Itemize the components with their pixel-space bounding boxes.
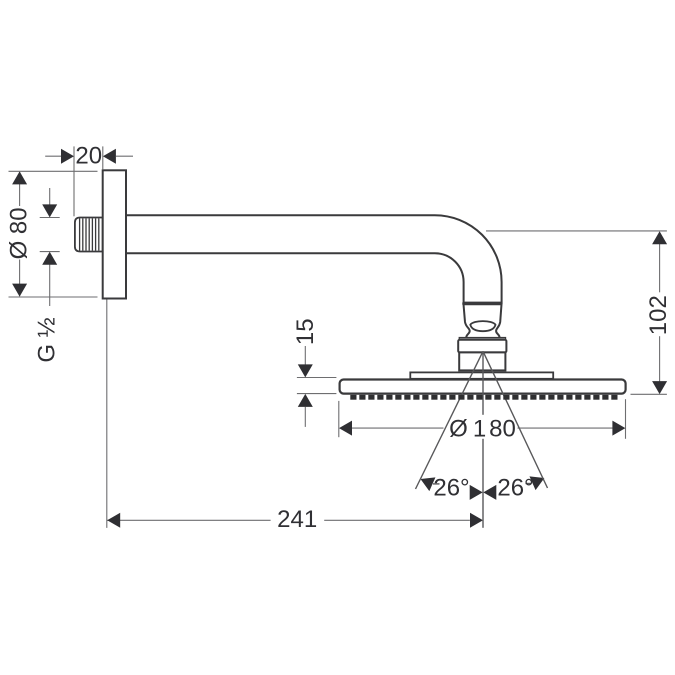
svg-text:26°: 26° bbox=[433, 474, 469, 501]
svg-text:241: 241 bbox=[277, 506, 317, 533]
svg-text:G ½: G ½ bbox=[34, 317, 61, 362]
svg-text:Ø: Ø bbox=[449, 416, 468, 443]
svg-text:20: 20 bbox=[75, 142, 102, 169]
svg-text:80: 80 bbox=[489, 416, 516, 443]
svg-text:Ø 80: Ø 80 bbox=[6, 207, 33, 259]
svg-text:102: 102 bbox=[645, 295, 672, 335]
svg-text:1: 1 bbox=[473, 416, 486, 443]
svg-text:26°: 26° bbox=[497, 474, 533, 501]
svg-text:15: 15 bbox=[292, 318, 319, 345]
